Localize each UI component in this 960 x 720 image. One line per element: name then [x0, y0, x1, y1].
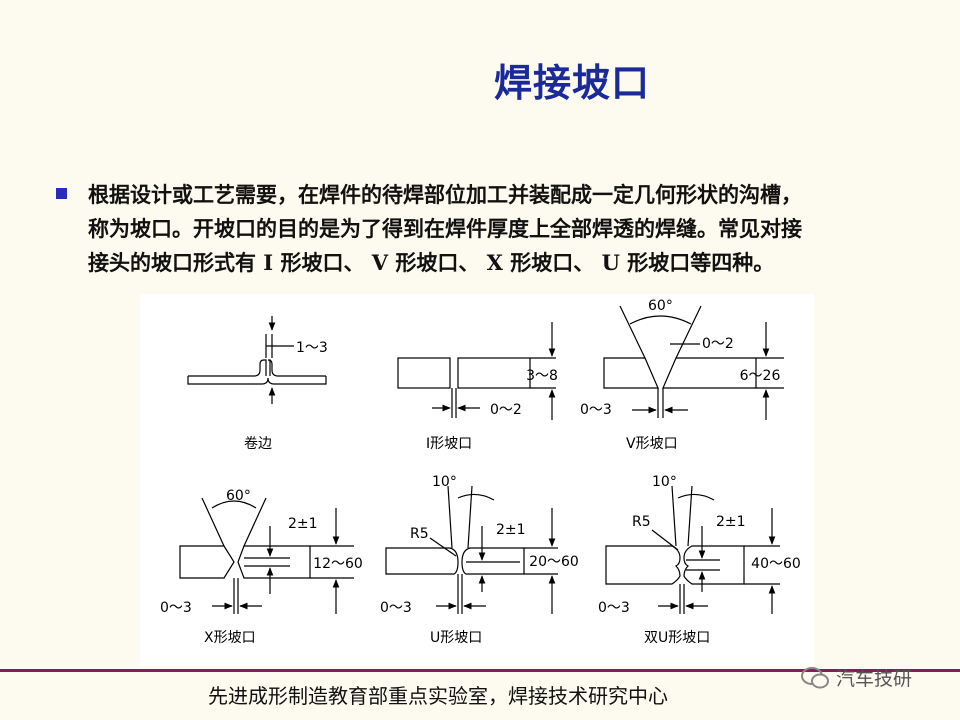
u-thickness-label: 20～60 — [529, 554, 579, 570]
v-gap-label: 0～3 — [580, 402, 612, 418]
intro-paragraph: 根据设计或工艺需要，在焊件的待焊部位加工并装配成一定几何形状的沟槽， 称为坡口。… — [88, 178, 918, 280]
groove-types-diagram: 1～3 卷边 3～8 0～2 I形坡口 60° 0～2 6～26 0～3 V形坡… — [140, 294, 814, 666]
chat-bubble-icon — [801, 666, 829, 688]
i-gap-label: 0～2 — [490, 402, 522, 418]
slide-title: 焊接坡口 — [494, 61, 651, 105]
footer-divider — [0, 669, 960, 672]
x-angle-label: 60° — [226, 488, 251, 504]
x-gap-label: 0～3 — [160, 600, 192, 616]
u-radius-label: R5 — [410, 526, 429, 542]
bullet-square-icon — [56, 188, 67, 199]
double-u-groove-drawing — [605, 485, 780, 614]
watermark-text: 汽车技研 — [836, 668, 913, 690]
v-root-face-label: 0～2 — [702, 336, 734, 352]
i-thickness-label: 3～8 — [526, 368, 558, 384]
i-caption: I形坡口 — [426, 436, 472, 452]
flanged-caption: 卷边 — [244, 436, 272, 452]
u-caption: U形坡口 — [430, 630, 482, 646]
paragraph-line: 根据设计或工艺需要，在焊件的待焊部位加工并装配成一定几何形状的沟槽， — [88, 182, 802, 207]
u-groove-drawing — [385, 485, 558, 614]
x-root-face-label: 2±1 — [288, 516, 318, 532]
double-u-angle-label: 10° — [652, 474, 677, 490]
v-caption: V形坡口 — [626, 436, 678, 452]
double-u-root-face-label: 2±1 — [716, 514, 746, 530]
double-u-radius-label: R5 — [632, 514, 651, 530]
paragraph-line: 称为坡口。开坡口的目的是为了得到在焊件厚度上全部焊透的焊缝。常见对接 — [88, 216, 802, 241]
v-groove-drawing — [603, 305, 784, 420]
u-root-face-label: 2±1 — [496, 522, 526, 538]
v-angle-label: 60° — [648, 298, 673, 314]
x-caption: X形坡口 — [204, 630, 256, 646]
x-groove-drawing — [179, 497, 354, 614]
double-u-caption: 双U形坡口 — [644, 630, 710, 646]
footer-text: 先进成形制造教育部重点实验室，焊接技术研究中心 — [208, 684, 668, 708]
flanged-gap-label: 1～3 — [296, 340, 328, 356]
double-u-thickness-label: 40～60 — [751, 556, 801, 572]
i-groove-drawing — [397, 322, 556, 420]
v-thickness-label: 6～26 — [740, 368, 781, 384]
flanged-joint-drawing — [187, 316, 327, 404]
watermark: 汽车技研 — [800, 664, 912, 691]
u-angle-label: 10° — [432, 474, 457, 490]
paragraph-line: 接头的坡口形式有 I 形坡口、 V 形坡口、 X 形坡口、 U 形坡口等四种。 — [88, 250, 775, 275]
u-gap-label: 0～3 — [380, 600, 412, 616]
double-u-gap-label: 0～3 — [598, 600, 630, 616]
x-thickness-label: 12～60 — [313, 556, 363, 572]
